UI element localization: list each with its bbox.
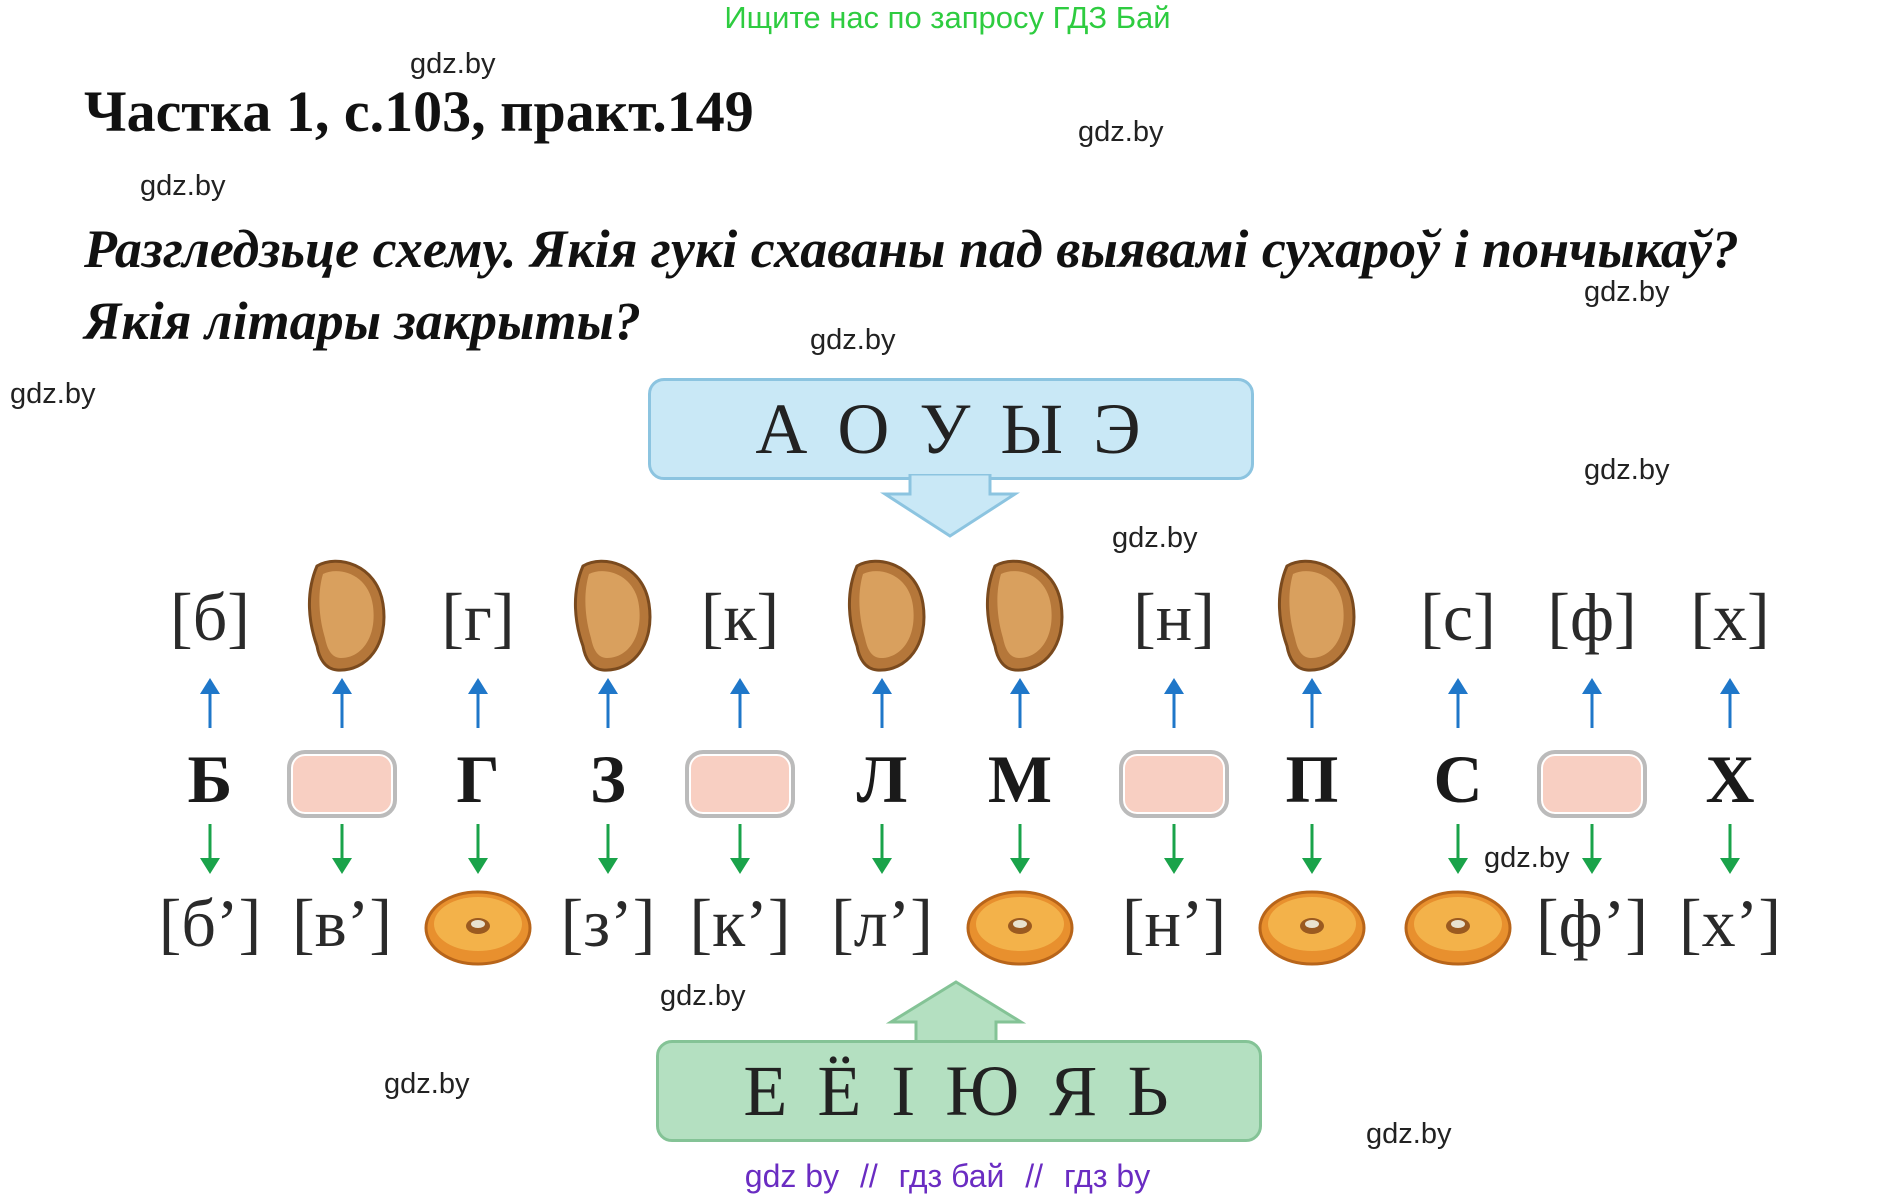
- hard-sound: [н]: [1133, 579, 1215, 655]
- watermark: gdz.by: [140, 170, 226, 202]
- down-arrow-icon: [1446, 822, 1470, 879]
- footer: gdz by // гдз бай // гдз by: [0, 1158, 1895, 1195]
- consonant-letter: З: [590, 741, 626, 817]
- toast-icon: [837, 554, 927, 679]
- consonant-letter: П: [1285, 741, 1339, 817]
- down-arrow-icon: [870, 822, 894, 879]
- watermark: gdz.by: [810, 324, 896, 356]
- down-arrow-icon: [466, 822, 490, 879]
- hidden-letter-pill: [287, 750, 397, 818]
- watermark: gdz.by: [1078, 116, 1164, 148]
- watermark: gdz.by: [1484, 842, 1570, 874]
- consonant-letter: Г: [456, 741, 500, 817]
- soft-sound: [н’]: [1121, 885, 1227, 961]
- hard-sound: [г]: [441, 579, 515, 655]
- hard-sound: [к]: [700, 579, 780, 655]
- top-banner: Ищите нас по запросу ГДЗ Бай: [724, 0, 1171, 35]
- down-arrow-icon: [1718, 822, 1742, 879]
- hard-sound: [ф]: [1547, 579, 1637, 655]
- down-arrow-icon: [198, 822, 222, 879]
- up-arrow-icon: [466, 678, 490, 735]
- hard-sound: [б]: [170, 579, 250, 655]
- task-line-1: Разгледзьце схему. Якія гукі схаваны пад…: [84, 219, 1739, 279]
- toast-icon: [975, 554, 1065, 679]
- hard-vowels-text: А О У Ы Э: [755, 388, 1147, 469]
- soft-sound: [л’]: [831, 885, 933, 961]
- up-arrow-icon: [1162, 678, 1186, 735]
- down-arrow-icon: [1300, 822, 1324, 879]
- toast-icon: [563, 554, 653, 679]
- down-arrow-icon: [596, 822, 620, 879]
- watermark: gdz.by: [410, 48, 496, 80]
- up-arrow-icon: [330, 678, 354, 735]
- footer-separator: //: [1025, 1158, 1044, 1194]
- up-arrow-icon: [1718, 678, 1742, 735]
- consonant-letter: Б: [187, 741, 233, 817]
- donut-icon: [1403, 886, 1513, 971]
- hidden-letter-pill: [685, 750, 795, 818]
- down-arrow-big-icon: [880, 474, 1020, 538]
- toast-icon: [297, 554, 387, 679]
- donut-icon: [965, 886, 1075, 971]
- hidden-letter-pill: [1537, 750, 1647, 818]
- soft-sound: [в’]: [291, 885, 393, 961]
- task-line-2: Якія літары закрыты?: [84, 291, 641, 351]
- soft-sound: [ф’]: [1536, 885, 1648, 961]
- toast-icon: [1267, 554, 1357, 679]
- up-arrow-big-icon: [886, 980, 1026, 1044]
- soft-sound: [к’]: [689, 885, 791, 961]
- soft-sound: [з’]: [560, 885, 656, 961]
- page-title: Частка 1, с.103, практ.149: [84, 79, 754, 144]
- watermark: gdz.by: [10, 378, 96, 410]
- soft-sound: [х’]: [1679, 885, 1781, 961]
- down-arrow-icon: [330, 822, 354, 879]
- watermark: gdz.by: [1584, 454, 1670, 486]
- footer-part-3: гдз by: [1063, 1158, 1151, 1194]
- donut-icon: [423, 886, 533, 971]
- footer-separator: //: [859, 1158, 878, 1194]
- soft-vowels-text: Е Ё І Ю Я Ь: [743, 1050, 1175, 1131]
- down-arrow-icon: [1580, 822, 1604, 879]
- consonant-letter: С: [1433, 741, 1483, 817]
- up-arrow-icon: [1300, 678, 1324, 735]
- down-arrow-icon: [1008, 822, 1032, 879]
- watermark: gdz.by: [1584, 276, 1670, 308]
- watermark: gdz.by: [1366, 1118, 1452, 1150]
- consonant-letter: М: [987, 741, 1053, 817]
- hidden-letter-pill: [1119, 750, 1229, 818]
- footer-part-2: гдз бай: [898, 1158, 1005, 1194]
- watermark: gdz.by: [660, 980, 746, 1012]
- up-arrow-icon: [198, 678, 222, 735]
- hard-sound: [х]: [1690, 579, 1770, 655]
- up-arrow-icon: [870, 678, 894, 735]
- footer-part-1: gdz by: [744, 1158, 840, 1194]
- donut-icon: [1257, 886, 1367, 971]
- hard-vowels-box: А О У Ы Э: [648, 378, 1254, 480]
- up-arrow-icon: [1580, 678, 1604, 735]
- up-arrow-icon: [596, 678, 620, 735]
- up-arrow-icon: [1008, 678, 1032, 735]
- soft-vowels-box: Е Ё І Ю Я Ь: [656, 1040, 1262, 1142]
- up-arrow-icon: [1446, 678, 1470, 735]
- down-arrow-icon: [728, 822, 752, 879]
- consonant-letter: Х: [1705, 741, 1755, 817]
- down-arrow-icon: [1162, 822, 1186, 879]
- hard-sound: [с]: [1420, 579, 1496, 655]
- soft-sound: [б’]: [158, 885, 262, 961]
- up-arrow-icon: [728, 678, 752, 735]
- consonant-letter: Л: [856, 741, 908, 817]
- watermark: gdz.by: [1112, 522, 1198, 554]
- watermark: gdz.by: [384, 1068, 470, 1100]
